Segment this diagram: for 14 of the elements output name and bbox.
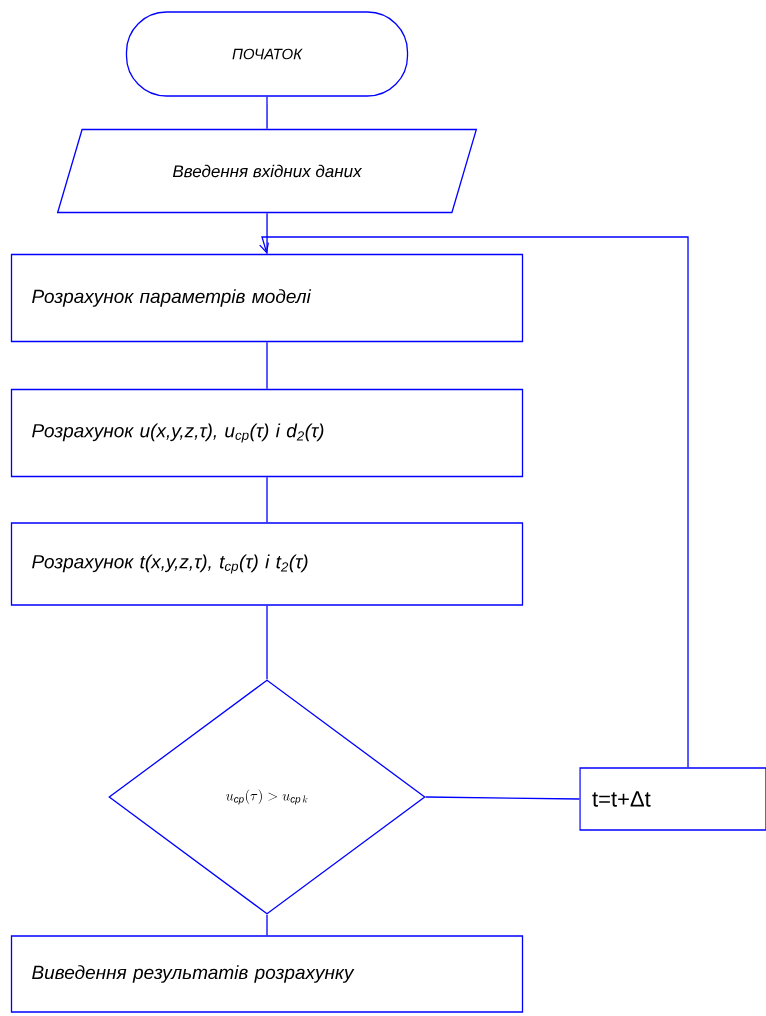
process-box: Розрахунок u(x,y,z,τ), u$_{ср}$(τ) і d$_{2}$(τ) bbox=[10, 388, 524, 478]
terminator-box: ПОЧАТОК bbox=[125, 11, 409, 97]
connector-line bbox=[266, 212, 268, 255]
process-box: Розрахунок параметрів моделі bbox=[10, 253, 524, 343]
process-box: Виведення результатів розрахунку bbox=[10, 935, 524, 1013]
connector-line bbox=[266, 96, 268, 130]
connector-line bbox=[266, 914, 268, 936]
connector-line bbox=[266, 341, 268, 390]
process-box: Розрахунок t(x,y,z,τ), t$_{ср}$(τ) і t$_{2}$(τ) bbox=[10, 522, 524, 606]
arrow bbox=[259, 236, 689, 768]
connector-line bbox=[266, 476, 268, 523]
process-box: t=t+Δt bbox=[579, 767, 766, 831]
connector-line bbox=[425, 796, 580, 800]
connector-line bbox=[266, 605, 268, 680]
